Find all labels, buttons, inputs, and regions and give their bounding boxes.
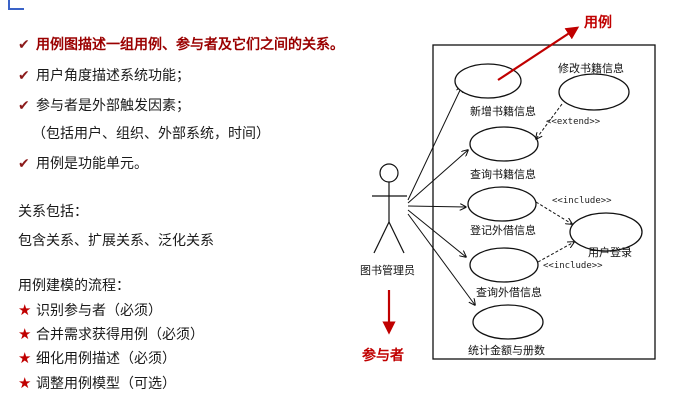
include-relation: [535, 201, 572, 224]
extend-relation: [536, 103, 563, 139]
use-case-add-book: [454, 63, 522, 99]
actor-librarian: [372, 163, 407, 254]
association-lines: [407, 86, 475, 305]
use-case-label: 统计金额与册数: [468, 344, 545, 357]
bullet-text: 用例图描述一组用例、参与者及它们之间的关系。: [36, 37, 344, 53]
use-case-callout-arrow: [497, 26, 580, 81]
process-step-text: 调整用例模型（可选）: [36, 376, 176, 392]
bullet-text: 用例是功能单元。: [36, 156, 148, 172]
extend-label: <<extend>>: [546, 117, 601, 127]
use-case-label: 查询外借信息: [476, 286, 542, 299]
process-step: ★合并需求获得用例（必须）: [18, 325, 204, 344]
process-step-text: 细化用例描述（必须）: [36, 351, 176, 367]
use-case-label: 登记外借信息: [470, 224, 536, 237]
system-boundary: [432, 44, 656, 360]
process-step: ★细化用例描述（必须）: [18, 349, 176, 368]
star-icon: ★: [18, 349, 32, 367]
bullet-item: ✔ 用例是功能单元。: [18, 155, 148, 173]
process-step: ★识别参与者（必须）: [18, 301, 162, 320]
process-heading: 用例建模的流程：: [18, 278, 130, 294]
bullet-text: 用户角度描述系统功能；: [36, 68, 190, 84]
use-case-query-book: [469, 126, 539, 162]
relations-heading: 关系包括：: [18, 204, 88, 220]
use-case-modify-book: [558, 73, 630, 111]
use-case-query-loan: [469, 247, 539, 283]
process-step-text: 合并需求获得用例（必须）: [36, 327, 204, 343]
star-icon: ★: [18, 374, 32, 392]
use-case-label: 修改书籍信息: [558, 62, 624, 75]
bullet-subtext: （包括用户、组织、外部系统，时间）: [32, 125, 270, 143]
bullet-item: ✔ 参与者是外部触发因素；: [18, 97, 190, 115]
bullet-item: ✔ 用例图描述一组用例、参与者及它们之间的关系。: [18, 36, 344, 54]
use-case-user-login: [569, 212, 643, 252]
star-icon: ★: [18, 301, 32, 319]
use-case-callout: 用例: [584, 15, 612, 31]
star-icon: ★: [18, 325, 32, 343]
use-case-label: 新增书籍信息: [470, 105, 536, 118]
bullet-item: ✔ 用户角度描述系统功能；: [18, 67, 190, 85]
include-relation: [537, 242, 574, 263]
use-case-register-loan: [467, 186, 537, 222]
slide-corner-decoration: [8, 0, 24, 10]
use-case-label: 查询书籍信息: [470, 168, 536, 181]
actor-callout: 参与者: [362, 348, 404, 364]
use-case-label: 用户登录: [588, 246, 632, 259]
process-step-text: 识别参与者（必须）: [36, 303, 162, 319]
actor-label: 图书管理员: [360, 264, 415, 277]
include-label: <<include>>: [543, 261, 603, 271]
bullet-text: 参与者是外部触发因素；: [36, 98, 190, 114]
check-icon: ✔: [18, 37, 30, 53]
process-step: ★调整用例模型（可选）: [18, 374, 176, 393]
use-case-statistics: [472, 304, 544, 340]
relations-items: 包含关系、扩展关系、泛化关系: [18, 233, 214, 249]
include-label: <<include>>: [552, 196, 612, 206]
check-icon: ✔: [18, 68, 30, 84]
bullet-text: （包括用户、组织、外部系统，时间）: [32, 126, 270, 142]
check-icon: ✔: [18, 98, 30, 114]
check-icon: ✔: [18, 156, 30, 172]
